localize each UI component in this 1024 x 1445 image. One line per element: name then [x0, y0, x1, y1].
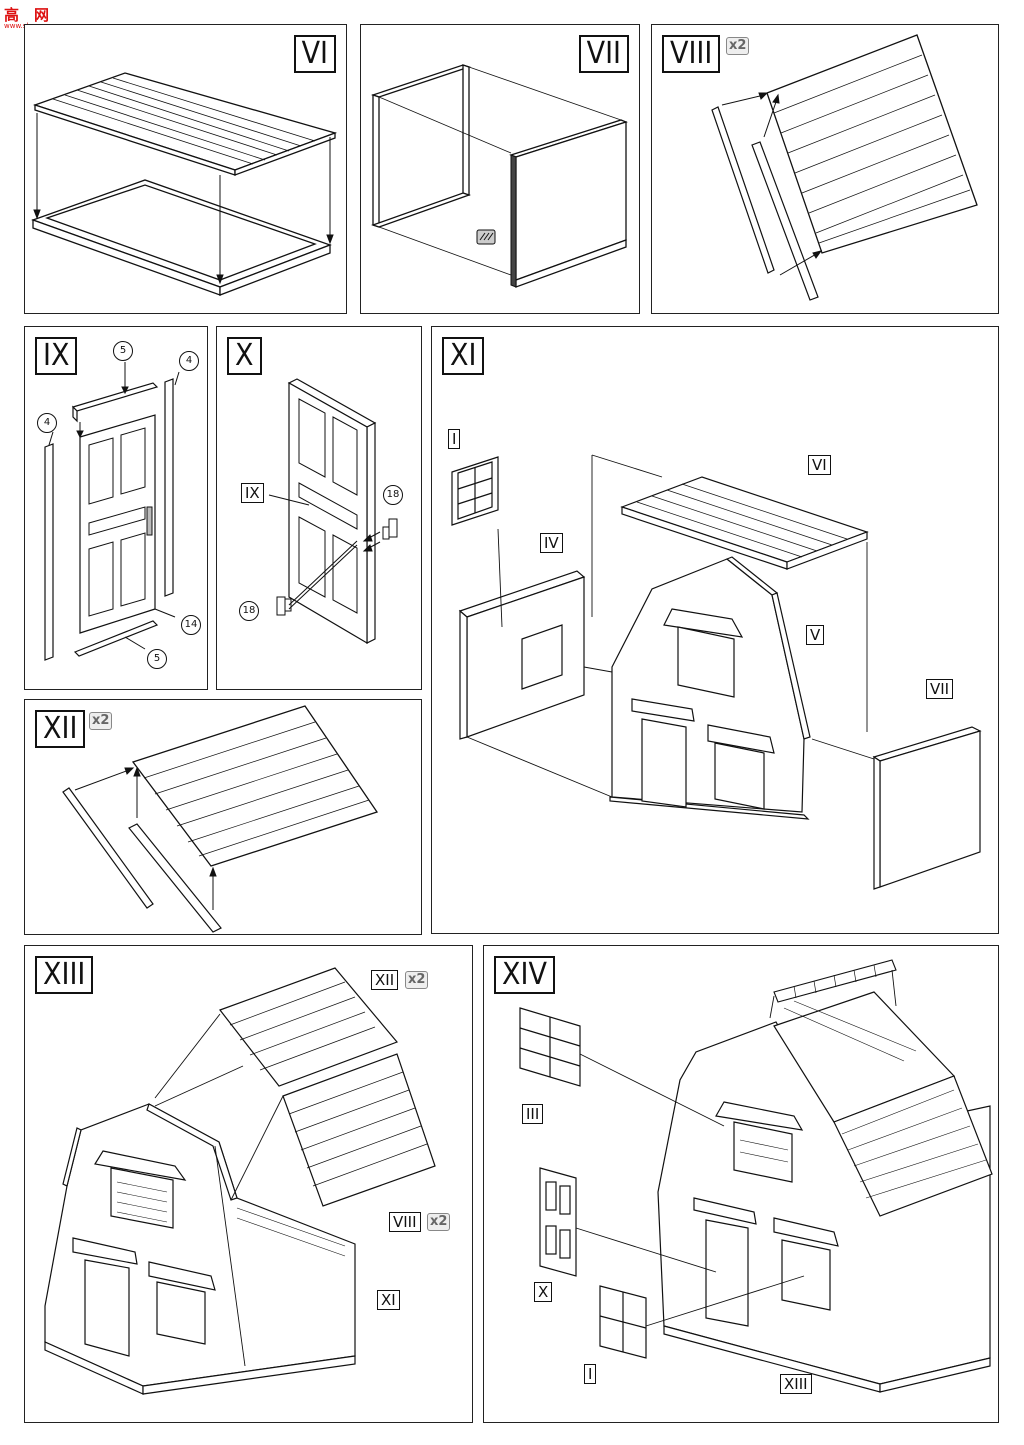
- step-label-xiv: XIV: [494, 956, 555, 994]
- part-number: 5: [147, 649, 167, 669]
- part-number: 14: [181, 615, 201, 635]
- part-tag: XIII: [780, 1374, 812, 1394]
- part-number: 5: [113, 341, 133, 361]
- part-number: 18: [239, 601, 259, 621]
- roof-assembly-illustration: [44, 967, 436, 1395]
- roof-slope-illustration: [62, 705, 379, 933]
- back-walls-illustration: [370, 64, 628, 288]
- panel-x: X IX 18 18: [216, 326, 422, 690]
- multiplier-badge: x2: [89, 712, 113, 730]
- panel-viii: VIII x2: [651, 24, 999, 314]
- part-tag: I: [448, 429, 461, 449]
- part-tag: XI: [377, 1290, 400, 1310]
- panel-xi: XI I IV VI V VII: [431, 326, 999, 934]
- watermark-brand: 高: [4, 6, 21, 24]
- step-label-vi: VI: [293, 35, 336, 73]
- house-walls-illustration: [451, 454, 982, 890]
- step-label-vii: VII: [578, 35, 629, 73]
- door-hinge-illustration: [268, 378, 398, 645]
- window-part: [451, 456, 499, 526]
- part-number: 4: [37, 413, 57, 433]
- roof-panel-illustration: [711, 34, 978, 301]
- panel-xiv: XIV III X I XIII: [483, 945, 999, 1423]
- multiplier-badge: x2: [405, 971, 429, 989]
- step-label-xi: XI: [442, 337, 485, 375]
- final-assembly-illustration: [519, 959, 993, 1393]
- step-label-xii: XII: [35, 710, 86, 748]
- glue-icon: [476, 229, 496, 245]
- part-tag: I: [584, 1364, 597, 1384]
- step-label-viii: VIII: [662, 35, 721, 73]
- panel-vi: VI: [24, 24, 347, 314]
- panel-xii: XII x2: [24, 699, 422, 935]
- part-tag: X: [534, 1282, 553, 1302]
- watermark-brand-2: 网: [34, 6, 51, 24]
- multiplier-badge: x2: [726, 37, 750, 55]
- part-tag: IX: [241, 483, 264, 503]
- part-number: 18: [383, 485, 403, 505]
- panel-xiii: XIII XII x2 VIII x2 XI: [24, 945, 473, 1423]
- panel-vii: VII: [360, 24, 640, 314]
- part-tag: V: [806, 625, 825, 645]
- part-tag: XII: [371, 970, 399, 990]
- step-label-x: X: [227, 337, 262, 375]
- part-tag: IV: [540, 533, 563, 553]
- panel-ix: IX 5 4 4 14 5: [24, 326, 208, 690]
- door-frame-illustration: [44, 362, 180, 661]
- part-tag: VII: [926, 679, 954, 699]
- part-tag: III: [522, 1104, 544, 1124]
- step-label-ix: IX: [35, 337, 78, 375]
- part-number: 4: [179, 351, 199, 371]
- step-label-xiii: XIII: [35, 956, 94, 994]
- part-tag: VI: [808, 455, 831, 475]
- floor-roof-illustration: [31, 72, 338, 296]
- multiplier-badge: x2: [427, 1213, 451, 1231]
- part-tag: VIII: [389, 1212, 421, 1232]
